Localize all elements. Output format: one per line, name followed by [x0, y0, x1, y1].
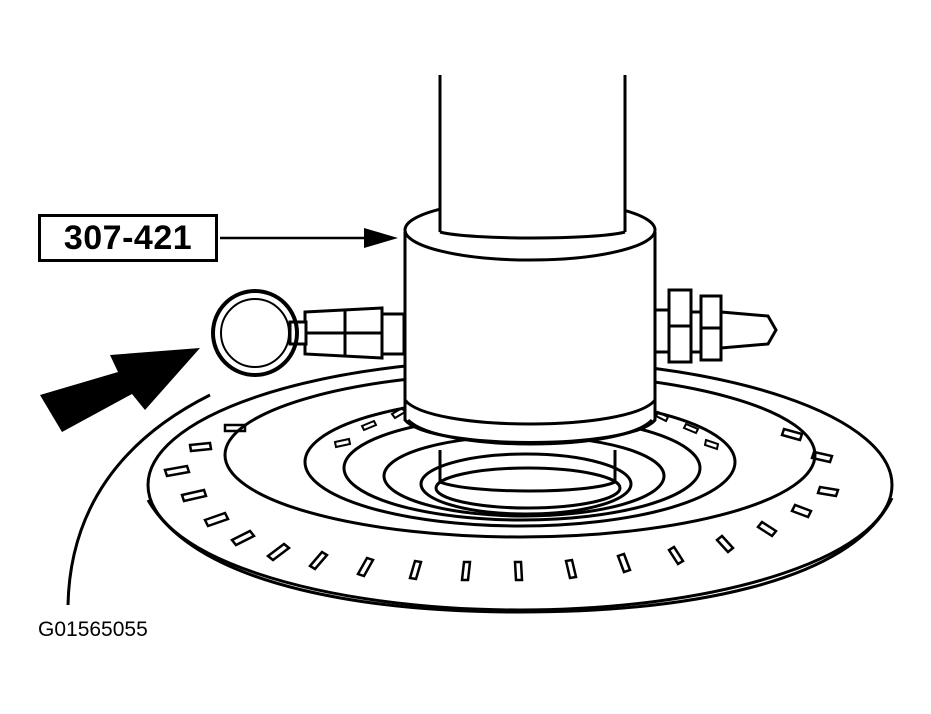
right-valve-fitting — [653, 288, 778, 364]
converter-slots — [163, 423, 840, 582]
direction-arrow — [40, 348, 200, 432]
converter-hub-ring-4 — [419, 452, 633, 516]
tool-body — [403, 232, 657, 444]
tool-number-callout: 307-421 — [38, 214, 218, 262]
pull-ring — [211, 289, 299, 377]
pilot-hub — [438, 450, 617, 493]
converter-lower-edge — [146, 497, 894, 614]
tool-number-label: 307-421 — [63, 218, 193, 257]
outer-sweep-arc — [66, 393, 211, 606]
pilot-hub-base — [434, 466, 622, 510]
figure-id-label: G01565055 — [38, 618, 148, 641]
left-air-fitting — [288, 306, 406, 360]
tool-collar-lower — [406, 418, 654, 446]
press-shaft — [440, 75, 625, 231]
tool-collar — [403, 398, 657, 426]
callout-arrowhead — [364, 228, 398, 248]
